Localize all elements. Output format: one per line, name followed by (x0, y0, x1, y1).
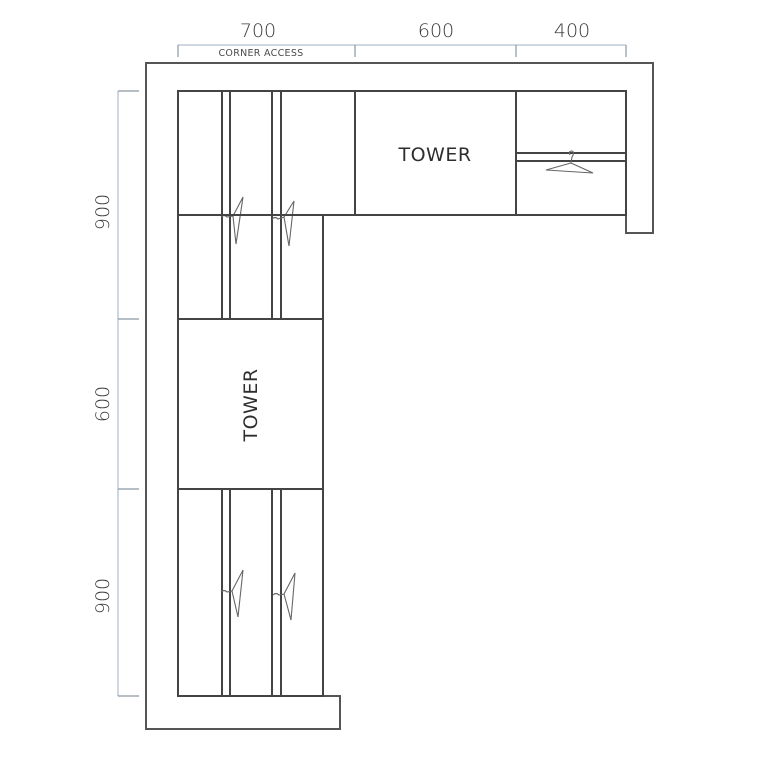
top-dimension-700: 700 (240, 20, 276, 42)
coat-hanger-icon (220, 196, 244, 245)
coat-hanger-icon (545, 150, 594, 174)
left-lower-hanging-section (177, 488, 324, 697)
left-tower-unit: TOWER (177, 318, 324, 490)
top-dimension-400: 400 (554, 20, 590, 42)
top-dimension-600: 600 (418, 20, 454, 42)
top-tower-label: TOWER (397, 144, 471, 166)
left-tower-label: TOWER (240, 368, 262, 442)
left-upper-hanging-section (177, 214, 324, 320)
left-dimension-bar: 900 600 900 (92, 90, 139, 697)
top-tower-unit: TOWER (354, 90, 517, 216)
corner-access-label: CORNER ACCESS (218, 48, 303, 59)
coat-hanger-icon (271, 200, 295, 247)
top-dimension-bar: 700 CORNER ACCESS 600 400 (177, 20, 627, 59)
corner-upper-cabinet (177, 90, 356, 216)
left-dimension-900-bottom: 900 (92, 578, 114, 614)
top-right-hanging-unit (515, 90, 627, 216)
coat-hanger-icon (272, 572, 296, 621)
left-dimension-600: 600 (92, 386, 114, 422)
coat-hanger-icon (220, 569, 244, 618)
corner-access-section (177, 90, 356, 319)
left-lower-cabinet (177, 488, 324, 697)
left-dimension-900-top: 900 (92, 194, 114, 230)
